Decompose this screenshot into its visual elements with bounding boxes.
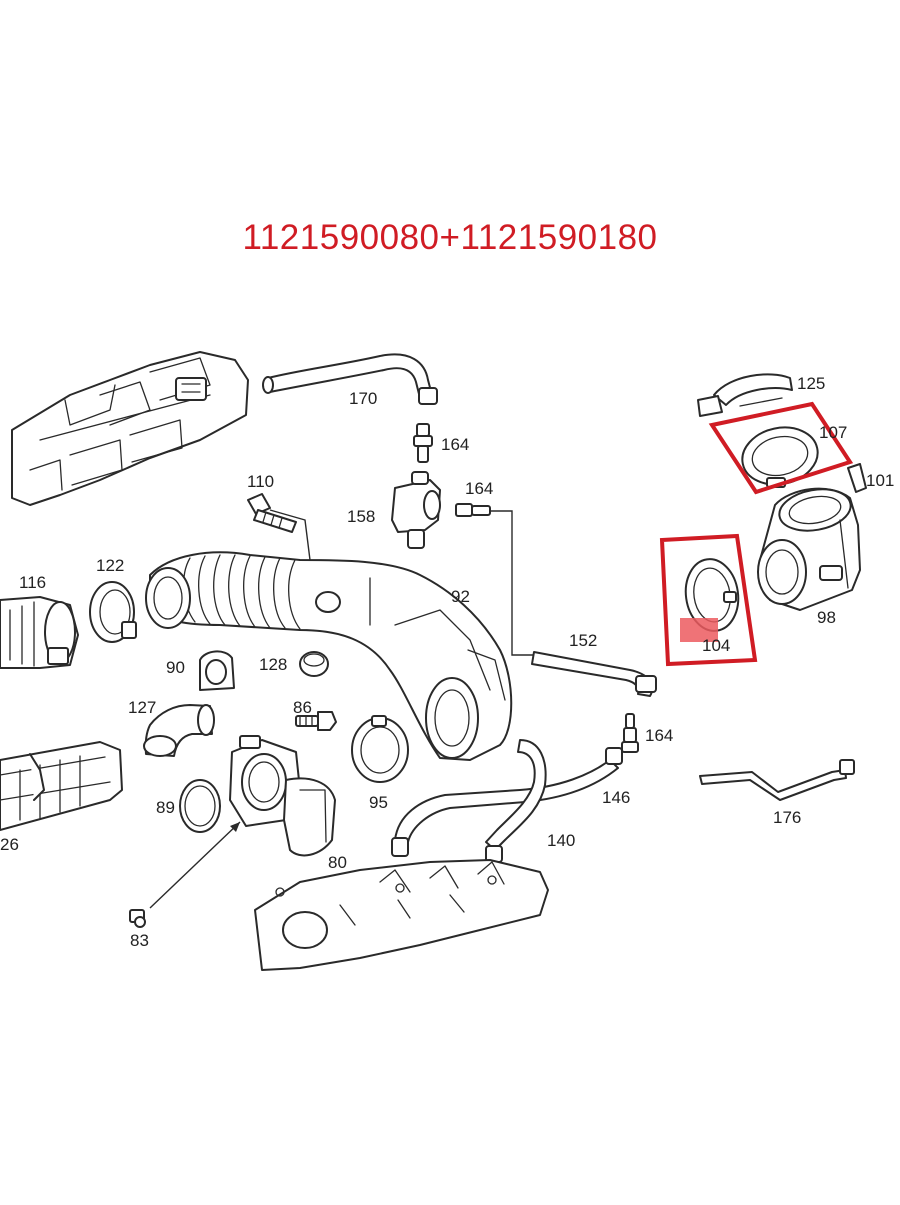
cylinder-head-cover-part (11, 351, 249, 506)
cap-128-part (299, 651, 329, 677)
screw-83-part (129, 909, 146, 928)
connector-164-middle-part (455, 503, 535, 656)
label-128: 128 (259, 655, 287, 674)
label-146: 146 (602, 788, 630, 807)
label-107: 107 (819, 423, 847, 442)
hose-170-part (262, 353, 438, 405)
label-110: 110 (247, 472, 274, 491)
elbow-hose-127-part (143, 704, 215, 757)
sensor-90-part (199, 650, 235, 691)
pipe-176-part (699, 759, 855, 801)
hose-146-part (391, 747, 623, 857)
bolt-86-part (295, 711, 337, 731)
label-152: 152 (569, 631, 597, 650)
label-170: 170 (349, 389, 377, 408)
throttle-body-80-part (229, 735, 336, 857)
label-95: 95 (369, 793, 388, 812)
connector-164-top-part (413, 423, 433, 463)
label-83: 83 (130, 931, 149, 950)
clamp-122-part (89, 581, 137, 643)
pointer-arrow-83 (149, 821, 241, 909)
part-number-title: 1121590080+1121590180 (242, 218, 658, 257)
label-164-right: 164 (645, 726, 673, 745)
label-176: 176 (773, 808, 801, 827)
label-26: 26 (0, 835, 19, 854)
bolt-110-part (247, 493, 311, 561)
label-164-top: 164 (441, 435, 469, 454)
connector-164-right-part (621, 713, 639, 753)
highlight-marker-104 (680, 618, 718, 642)
label-127: 127 (128, 698, 156, 717)
label-104: 104 (702, 636, 730, 655)
label-101: 101 (866, 471, 894, 490)
label-122: 122 (96, 556, 124, 575)
cylinder-head-lower-part (254, 859, 549, 971)
label-89: 89 (156, 798, 175, 817)
label-80: 80 (328, 853, 347, 872)
label-86: 86 (293, 698, 312, 717)
intake-manifold-26-part (0, 741, 123, 831)
label-164-middle: 164 (465, 479, 493, 498)
highlight-box-107 (708, 401, 854, 495)
hose-152-part (531, 651, 657, 697)
highlight-box-104 (659, 533, 758, 667)
label-98: 98 (817, 608, 836, 627)
label-125: 125 (797, 374, 825, 393)
air-duct-92-part (145, 551, 513, 761)
label-116: 116 (19, 573, 46, 592)
label-158: 158 (347, 507, 375, 526)
label-140: 140 (547, 831, 575, 850)
clamp-95-part (351, 715, 409, 783)
clip-101-part (847, 463, 867, 493)
clamp-125-part (697, 373, 793, 417)
housing-98-part (757, 487, 861, 611)
air-mass-sensor-116-part (0, 596, 79, 669)
label-90: 90 (166, 658, 185, 677)
gasket-89-part (179, 779, 221, 833)
t-piece-158-part (391, 471, 441, 549)
label-92: 92 (451, 587, 470, 606)
